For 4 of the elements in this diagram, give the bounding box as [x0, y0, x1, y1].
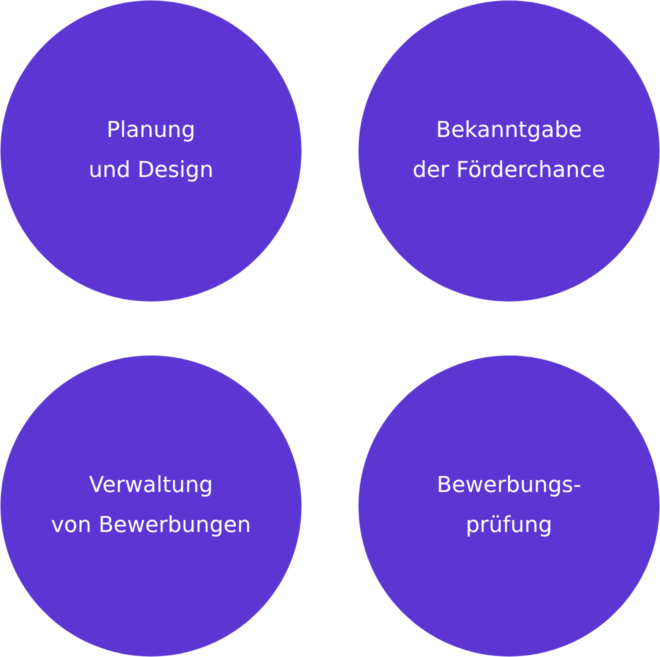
node-label: Verwaltung von Bewerbungen	[50, 472, 252, 540]
node-label: Bekanntgabe der Förderchance	[412, 117, 606, 185]
node-label: Bewerbungs- prüfung	[436, 472, 582, 540]
node-label: Planung und Design	[88, 117, 214, 185]
